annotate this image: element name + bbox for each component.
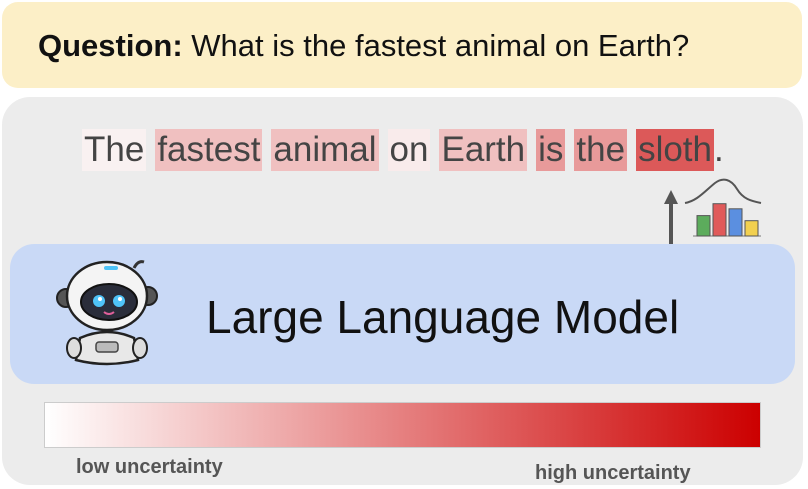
question-body: What is the fastest animal on Earth? bbox=[191, 28, 690, 63]
distribution-bar bbox=[744, 220, 759, 237]
sentence-punctuation: . bbox=[714, 130, 724, 169]
llm-label: Large Language Model bbox=[206, 291, 680, 343]
token-is: is bbox=[536, 129, 566, 171]
question-box: Question: What is the fastest animal on … bbox=[2, 2, 802, 88]
distribution-bar bbox=[696, 215, 711, 237]
low-uncertainty-label: low uncertainty bbox=[76, 456, 223, 478]
robot-icon bbox=[56, 260, 158, 366]
high-uncertainty-label: high uncertainty bbox=[535, 462, 691, 484]
distribution-bar bbox=[728, 208, 743, 237]
question-text: Question: What is the fastest animal on … bbox=[38, 28, 689, 64]
uncertainty-color-scale bbox=[44, 402, 761, 448]
token-earth: Earth bbox=[439, 129, 528, 171]
token-the: The bbox=[82, 129, 147, 171]
question-prefix: Question: bbox=[38, 28, 183, 63]
arrow-up-icon bbox=[664, 190, 678, 246]
distribution-bar bbox=[712, 203, 727, 237]
token-sloth: sloth bbox=[636, 129, 714, 171]
token-fastest: fastest bbox=[155, 129, 263, 171]
token-animal: animal bbox=[271, 129, 379, 171]
token-the: the bbox=[574, 129, 628, 171]
token-on: on bbox=[387, 129, 431, 171]
probability-distribution-icon bbox=[684, 178, 762, 237]
